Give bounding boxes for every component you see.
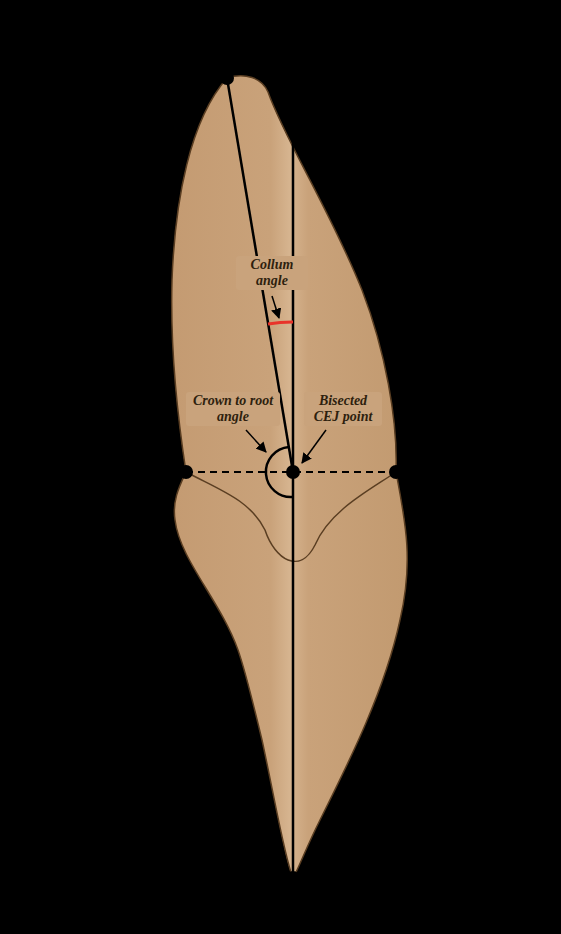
- leader-arrow: [246, 430, 266, 452]
- cej-curve: [186, 472, 396, 561]
- angle-label: Bisected CEJ point: [304, 392, 382, 426]
- landmark-dot: [179, 71, 403, 885]
- angle-label: Crown to root angle: [186, 392, 280, 426]
- collum-angle-arc: [268, 322, 293, 324]
- tooth-outline: [172, 76, 408, 878]
- leader-arrow: [272, 296, 279, 318]
- long-axis-line: [292, 88, 295, 878]
- leader-arrow: [302, 430, 326, 463]
- angle-label: Collum angle: [236, 256, 308, 290]
